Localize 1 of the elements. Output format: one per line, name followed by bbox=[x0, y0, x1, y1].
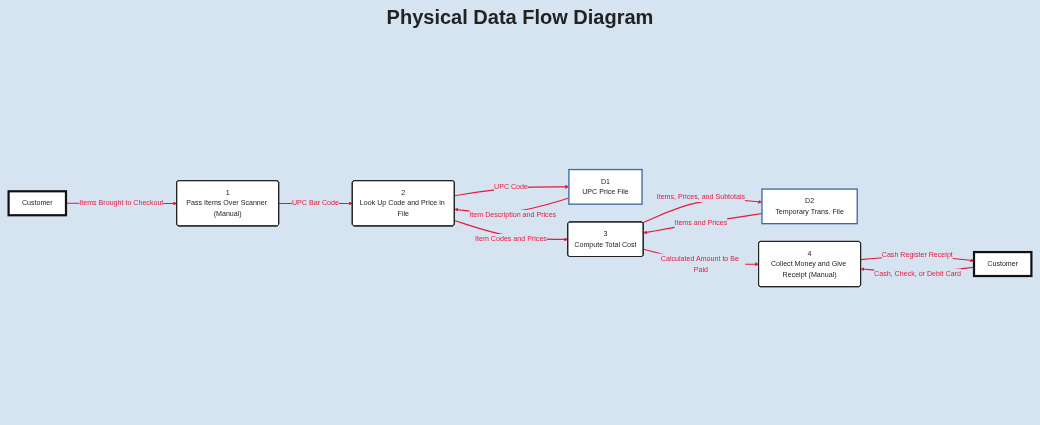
diagram-title: Physical Data Flow Diagram bbox=[386, 6, 654, 29]
